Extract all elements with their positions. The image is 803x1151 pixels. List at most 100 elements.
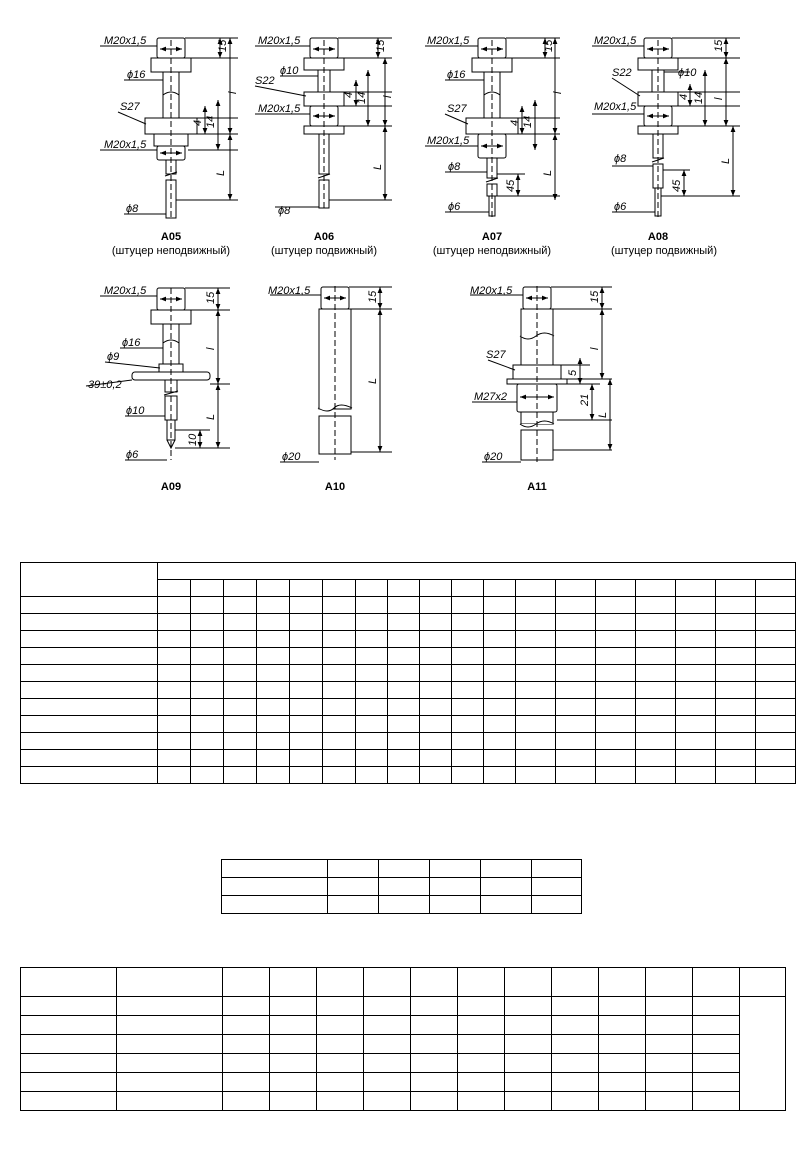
table-cell bbox=[754, 613, 797, 631]
table-row bbox=[221, 895, 582, 914]
table-cell bbox=[457, 1015, 505, 1035]
a09-len-l: l bbox=[205, 347, 217, 350]
table-cell bbox=[387, 698, 420, 716]
a05-dim-14: 14 bbox=[205, 116, 217, 128]
table-row bbox=[20, 996, 786, 1111]
table-cell bbox=[595, 579, 636, 597]
table-cell bbox=[515, 613, 556, 631]
table-cell bbox=[635, 596, 676, 614]
table-cell bbox=[355, 647, 388, 665]
table-cell bbox=[635, 613, 676, 631]
table-row bbox=[20, 698, 797, 716]
table-cell bbox=[715, 579, 756, 597]
spec-table-2 bbox=[221, 859, 582, 914]
a05-thread-top: M20x1,5 bbox=[104, 35, 147, 47]
table-cell bbox=[754, 749, 797, 767]
table-cell bbox=[457, 1072, 505, 1092]
table-cell bbox=[635, 664, 676, 682]
table-cell bbox=[289, 766, 323, 784]
table-cell bbox=[327, 895, 379, 914]
table-cell bbox=[256, 630, 290, 648]
table-cell bbox=[316, 996, 364, 1016]
table-cell bbox=[322, 613, 356, 631]
table-cell bbox=[387, 647, 420, 665]
table-cell bbox=[378, 895, 430, 914]
table-cell bbox=[551, 1015, 599, 1035]
table-cell bbox=[157, 596, 191, 614]
table-cell bbox=[598, 1034, 646, 1054]
table-cell bbox=[595, 647, 636, 665]
table-cell bbox=[429, 895, 481, 914]
table-row bbox=[20, 749, 797, 767]
table-cell bbox=[322, 749, 356, 767]
a07-dia-body: ϕ16 bbox=[447, 69, 466, 81]
table-cell bbox=[157, 715, 191, 733]
table-cell bbox=[692, 1015, 740, 1035]
table-cell bbox=[223, 630, 257, 648]
table-cell bbox=[157, 664, 191, 682]
table-row bbox=[20, 1015, 786, 1035]
table-cell bbox=[410, 1034, 458, 1054]
table-cell bbox=[222, 996, 270, 1016]
a08-dim-15: 15 bbox=[713, 39, 725, 52]
table-cell bbox=[20, 647, 158, 665]
table-cell bbox=[645, 967, 693, 997]
table-cell bbox=[222, 967, 270, 997]
table-cell bbox=[635, 715, 676, 733]
table-row bbox=[20, 1091, 786, 1111]
table-cell bbox=[269, 1034, 317, 1054]
table-cell bbox=[256, 715, 290, 733]
table-cell bbox=[289, 630, 323, 648]
table-cell bbox=[355, 596, 388, 614]
table-cell bbox=[504, 967, 552, 997]
table-cell bbox=[675, 630, 716, 648]
table-cell bbox=[322, 766, 356, 784]
table-cell bbox=[483, 647, 516, 665]
table-cell bbox=[223, 698, 257, 716]
table-cell bbox=[316, 1091, 364, 1111]
table-cell bbox=[419, 613, 452, 631]
a07-dim-45: 45 bbox=[505, 179, 517, 192]
table-cell bbox=[451, 749, 484, 767]
table-cell bbox=[322, 664, 356, 682]
a06-thread-top: M20x1,5 bbox=[258, 35, 301, 47]
table-cell bbox=[322, 715, 356, 733]
table-cell bbox=[419, 715, 452, 733]
a09-dim-10: 10 bbox=[187, 433, 199, 446]
table-cell bbox=[504, 1053, 552, 1073]
table-cell bbox=[157, 698, 191, 716]
table-cell bbox=[116, 1072, 223, 1092]
table-cell bbox=[190, 698, 224, 716]
table-cell bbox=[20, 749, 158, 767]
table-cell bbox=[692, 967, 740, 997]
drawing-a07 bbox=[425, 37, 560, 218]
a08-dim-45: 45 bbox=[671, 179, 683, 192]
table-cell bbox=[754, 630, 797, 648]
a07-dim-15: 15 bbox=[543, 39, 555, 52]
table-cell bbox=[754, 596, 797, 614]
table-cell bbox=[754, 715, 797, 733]
table-cell bbox=[269, 1091, 317, 1111]
table-cell bbox=[322, 579, 356, 597]
a10-dia-body: ϕ20 bbox=[282, 451, 301, 463]
table-cell bbox=[20, 664, 158, 682]
a07-code: A07 bbox=[482, 231, 502, 243]
a07-caption: (штуцер неподвижный) bbox=[433, 245, 551, 257]
a10-len-L: L bbox=[367, 378, 379, 384]
table-cell bbox=[289, 664, 323, 682]
a08-caption: (штуцер подвижный) bbox=[611, 245, 717, 257]
table-cell bbox=[715, 715, 756, 733]
table-cell bbox=[715, 766, 756, 784]
table-cell bbox=[387, 579, 420, 597]
table-cell bbox=[429, 877, 481, 896]
table-cell bbox=[387, 749, 420, 767]
table-cell bbox=[555, 630, 596, 648]
table-cell bbox=[20, 766, 158, 784]
table-row bbox=[20, 1053, 786, 1073]
table-cell bbox=[116, 967, 223, 997]
table-cell bbox=[322, 647, 356, 665]
a05-dim-15: 15 bbox=[217, 39, 229, 52]
table-cell bbox=[635, 749, 676, 767]
table-cell bbox=[387, 613, 420, 631]
table-cell bbox=[116, 1091, 223, 1111]
